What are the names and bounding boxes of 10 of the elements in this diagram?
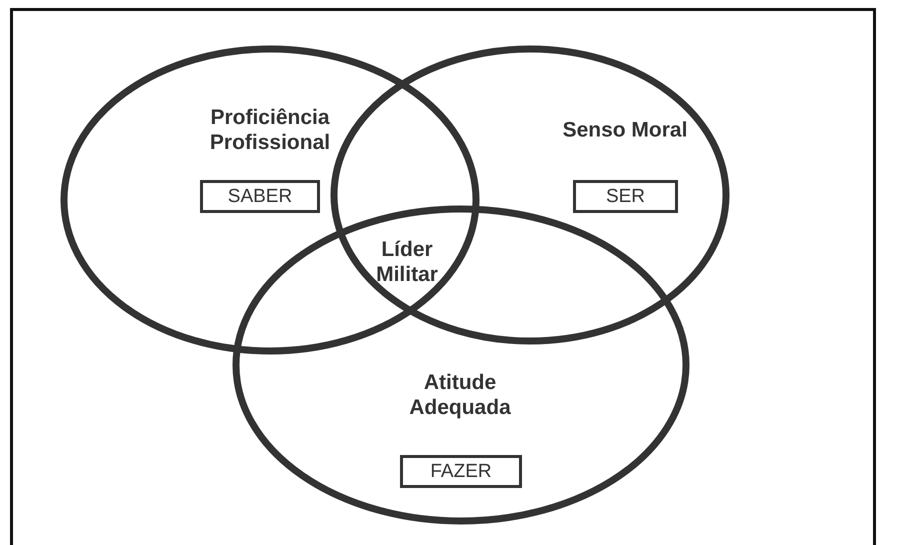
keyword-box: SER <box>573 180 678 213</box>
keyword-box: SABER <box>200 180 320 213</box>
set-title: Atitude Adequada <box>408 370 512 420</box>
venn-ellipse <box>330 45 730 345</box>
venn-ellipse <box>60 45 480 355</box>
center-label: Líder Militar <box>375 237 439 287</box>
keyword-box: FAZER <box>400 455 522 488</box>
set-title: Proficiência Profissional <box>208 105 332 155</box>
set-title: Senso Moral <box>562 118 688 142</box>
venn-ellipse <box>232 205 690 525</box>
